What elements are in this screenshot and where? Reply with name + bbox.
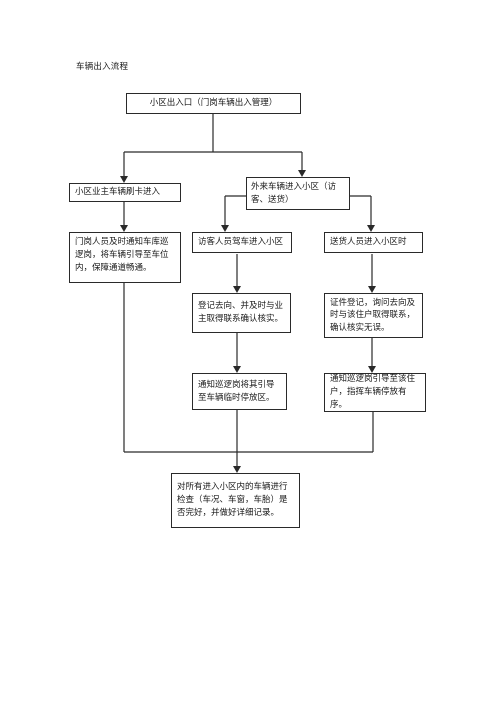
node-guard-notify: 门岗人员及时通知车库巡逻岗，将车辆引导至车位内，保障通道畅通。 [69,232,181,283]
node-visitor-register: 登记去向、并及时与业主取得联系确认核实。 [192,293,291,333]
arrow-to-visitor-guide [233,366,241,373]
node-visitor-drive: 访客人员驾车进入小区 [192,232,292,253]
arrow-to-delivery-guide [368,366,376,373]
page-title: 车辆出入流程 [76,62,129,72]
arrow-to-visitor-register [233,286,241,293]
arrow-to-notify [120,225,128,232]
node-owner-enter: 小区业主车辆刷卡进入 [69,183,181,202]
arrow-to-delivery [367,225,375,232]
arrow-to-owner [120,176,128,183]
node-delivery-enter: 送货人员进入小区时 [324,232,423,253]
node-delivery-guide: 通知巡逻岗引导至该住户，指挥车辆停放有序。 [324,373,426,412]
arrow-to-external [298,170,306,177]
node-gate: 小区出入口（门岗车辆出入管理） [126,93,301,114]
node-delivery-register: 证件登记，询问去向及时与该住户取得联系，确认核实无误。 [324,293,423,338]
node-visitor-guide: 通知巡逻岗将其引导至车辆临时停放区。 [192,373,287,410]
node-final-check: 对所有进入小区内的车辆进行检查（车况、车窗，车胎）是否完好，并做好详细记录。 [171,473,300,528]
arrow-to-visitor [221,225,229,232]
arrow-to-final [233,466,241,473]
arrow-to-delivery-register [368,286,376,293]
node-external-enter: 外来车辆进入小区（访客、送货） [246,177,350,210]
